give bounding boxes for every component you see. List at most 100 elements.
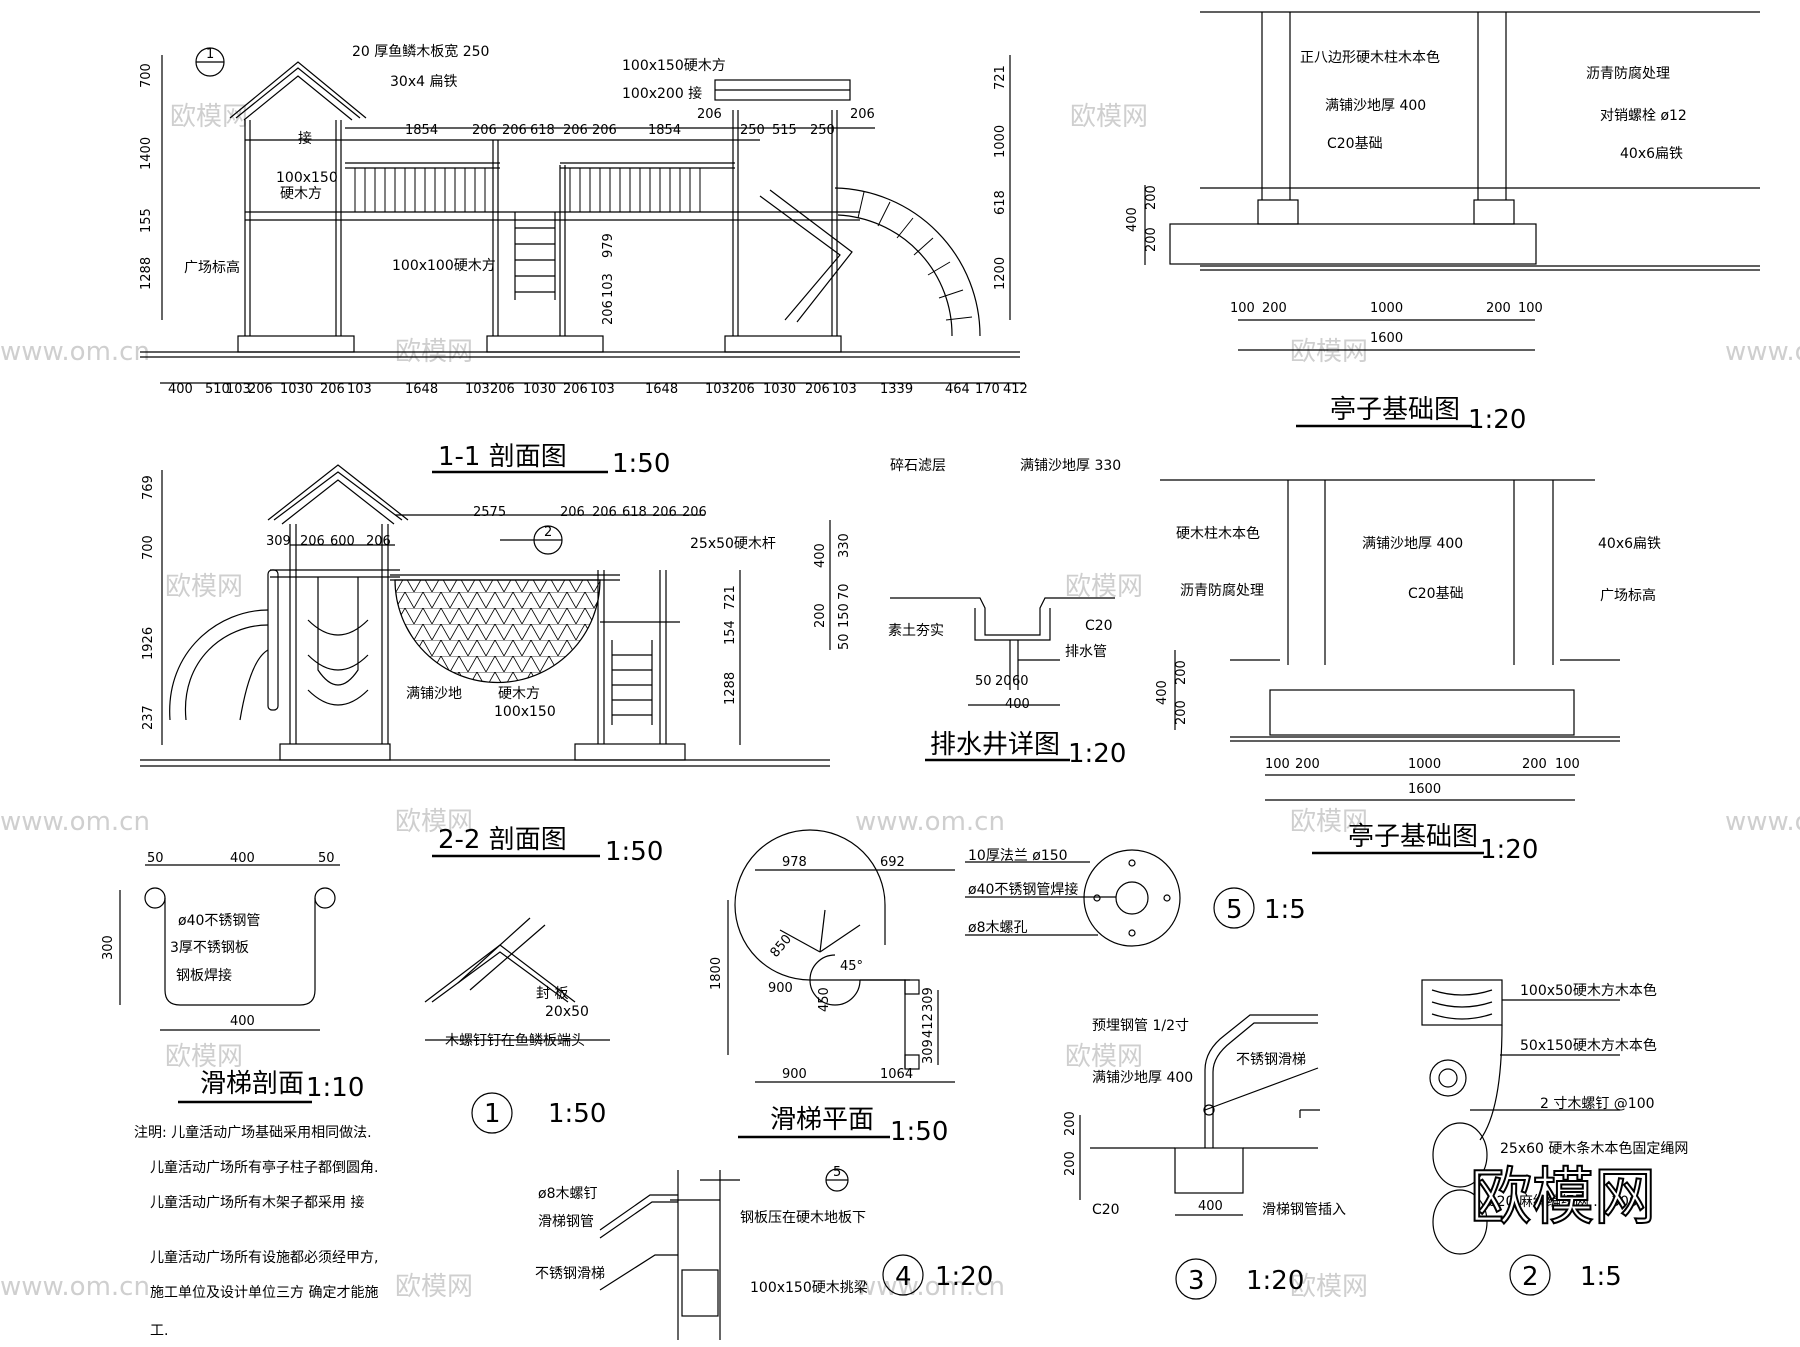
label-plate-under-floor: 钢板压在硬木地板下: [740, 1210, 866, 1226]
dim-right: 1000: [993, 125, 1008, 158]
title-slide-plan: 滑梯平面: [770, 1105, 874, 1135]
dim-top2: 309: [266, 534, 291, 549]
label-bolt: 对销螺栓 ø12: [1600, 108, 1687, 124]
dim-right: 412: [921, 1013, 936, 1038]
dim-bottom: 200: [1522, 757, 1547, 772]
label-flange: 10厚法兰 ø150: [968, 848, 1068, 864]
detail-number-1: 1: [484, 1099, 501, 1129]
watermark-brand: 欧模网: [165, 1042, 243, 1072]
dim-top2: 206: [300, 534, 325, 549]
watermarks: 欧模网 欧模网 www.om.cn 欧模网 欧模网 www.om.cn 欧模网 …: [0, 102, 1800, 1302]
scale-detail-2: 1:5: [1580, 1262, 1622, 1292]
watermark-site: www.om.cn: [0, 807, 150, 837]
label-octagonal-column: 正八边形硬木柱木本色: [1300, 49, 1440, 66]
label-wood-screw: 2 寸木螺钉 @100: [1540, 1096, 1655, 1112]
label-hardwood-strip: 25x60 硬木条木本色固定绳网: [1500, 1140, 1688, 1157]
scale-drain-well: 1:20: [1068, 739, 1126, 769]
watermark-brand: 欧模网: [1070, 102, 1148, 132]
title-pavilion-foundation: 亭子基础图: [1330, 395, 1460, 425]
label-hardwood-column: 硬木柱木本色: [1176, 525, 1260, 542]
title-drain-well: 排水井详图: [930, 730, 1060, 760]
dim-top: 206: [652, 505, 677, 520]
dim-left: 150: [837, 603, 852, 628]
watermark-brand: 欧模网: [170, 102, 248, 132]
dim-left: 155: [139, 208, 154, 233]
dim-right: 309: [921, 1039, 936, 1064]
detail-1-roof: 封 板 20x50 木螺钉钉在鱼鳞板端头 1 1:50: [424, 917, 610, 1134]
dim-top: 618: [530, 123, 555, 138]
dim-left: 769: [141, 475, 156, 500]
dim-left: 700: [141, 535, 156, 560]
dim-total: 1600: [1370, 331, 1403, 346]
dim-bottom: 50: [975, 674, 992, 689]
scale-detail-1: 1:50: [548, 1099, 606, 1129]
label-plaza-level: 广场标高: [1600, 587, 1656, 604]
dim-top2: 206: [366, 534, 391, 549]
scale-detail-4: 1:20: [935, 1262, 993, 1292]
dim-right: 1288: [723, 672, 738, 705]
dim-top: 50: [147, 851, 164, 866]
detail-number-3: 3: [1188, 1266, 1205, 1296]
label-timber-size: 100x150: [494, 704, 556, 720]
dim-left: 70: [837, 583, 852, 600]
note-line: 注明: 儿童活动广场基础采用相同做法.: [134, 1124, 372, 1141]
dim-bottom: 100: [1555, 757, 1580, 772]
watermark-brand: 欧模网: [165, 572, 243, 602]
dim-bottom: 60: [1012, 674, 1029, 689]
title-slide-section: 滑梯剖面: [200, 1069, 304, 1099]
dim-top: 250: [740, 123, 765, 138]
dim-bottom: 100: [1265, 757, 1290, 772]
dim-bottom: 206: [805, 382, 830, 397]
dim-bottom: 100: [1518, 301, 1543, 316]
dim-right: 309: [921, 987, 936, 1012]
detail-4-slide-connection: 5 ø8木螺钉 滑梯钢管 钢板压在硬木地板下 不锈钢滑梯 100x150硬木挑梁…: [535, 1165, 993, 1340]
dim-bottom: 200: [1486, 301, 1511, 316]
label-hardwood-100x200: 100x200 接: [622, 85, 702, 102]
note-line: 儿童活动广场所有设施都必须经甲方,: [150, 1249, 378, 1266]
scale-pavilion-foundation: 1:20: [1468, 405, 1526, 435]
dim-left: 200: [1063, 1111, 1078, 1136]
dim-left: 200: [1144, 185, 1159, 210]
label-timber-size: 100x150: [276, 170, 338, 186]
dim-top: 206: [502, 123, 527, 138]
label-hardwood-pole: 25x50硬木杆: [690, 536, 776, 552]
title-section-1-1: 1-1 剖面图: [438, 442, 567, 472]
scale-slide-section: 1:10: [306, 1073, 364, 1103]
dim-bottom: 100: [1230, 301, 1255, 316]
dim-bottom: 200: [1295, 757, 1320, 772]
slide-section: ø40不锈钢管 3厚不锈钢板 钢板焊接 50 400 50 400 300 滑梯…: [101, 851, 364, 1104]
dim-bottom: 1000: [1370, 301, 1403, 316]
dim-top: 206: [563, 123, 588, 138]
label-steel-slide: 不锈钢滑梯: [535, 1265, 605, 1282]
callout-1: 1: [206, 47, 214, 62]
dim-bottom: 400: [168, 382, 193, 397]
dim-left: 330: [837, 533, 852, 558]
dim-right: 721: [723, 585, 738, 610]
dim-bottom: 103: [465, 382, 490, 397]
label-hardwood: 硬木方: [498, 686, 540, 702]
dim-right: 618: [993, 190, 1008, 215]
label-screw: ø8木螺钉: [538, 1186, 597, 1202]
dim-bottom: 1064: [880, 1067, 913, 1082]
dim-left: 1926: [141, 627, 156, 660]
dim-left: 1800: [709, 957, 724, 990]
watermark-site: www.om.cn: [1725, 337, 1800, 367]
scale-slide-plan: 1:50: [890, 1117, 948, 1147]
dim-bottom: 1648: [645, 382, 678, 397]
label-c20: C20基础: [1327, 135, 1383, 152]
brand-watermark: 欧模网: [1470, 1160, 1656, 1233]
label-c20: C20: [1092, 1202, 1120, 1218]
label-steel-pipe: ø40不锈钢管: [178, 913, 260, 929]
title-section-2-2: 2-2 剖面图: [438, 825, 567, 855]
dim-top2: 600: [330, 534, 355, 549]
dim-left: 300: [101, 935, 116, 960]
dim-top: 515: [772, 123, 797, 138]
dim-top: 206: [682, 505, 707, 520]
watermark-brand: 欧模网: [1065, 1042, 1143, 1072]
dim-bottom: 900: [782, 1067, 807, 1082]
callout-2: 2: [544, 525, 552, 540]
dim-bottom: 206: [563, 382, 588, 397]
dim-top: 2575: [473, 505, 506, 520]
dim-right: 154: [723, 620, 738, 645]
note-line: 儿童活动广场所有木架子都采用 接: [150, 1194, 364, 1211]
